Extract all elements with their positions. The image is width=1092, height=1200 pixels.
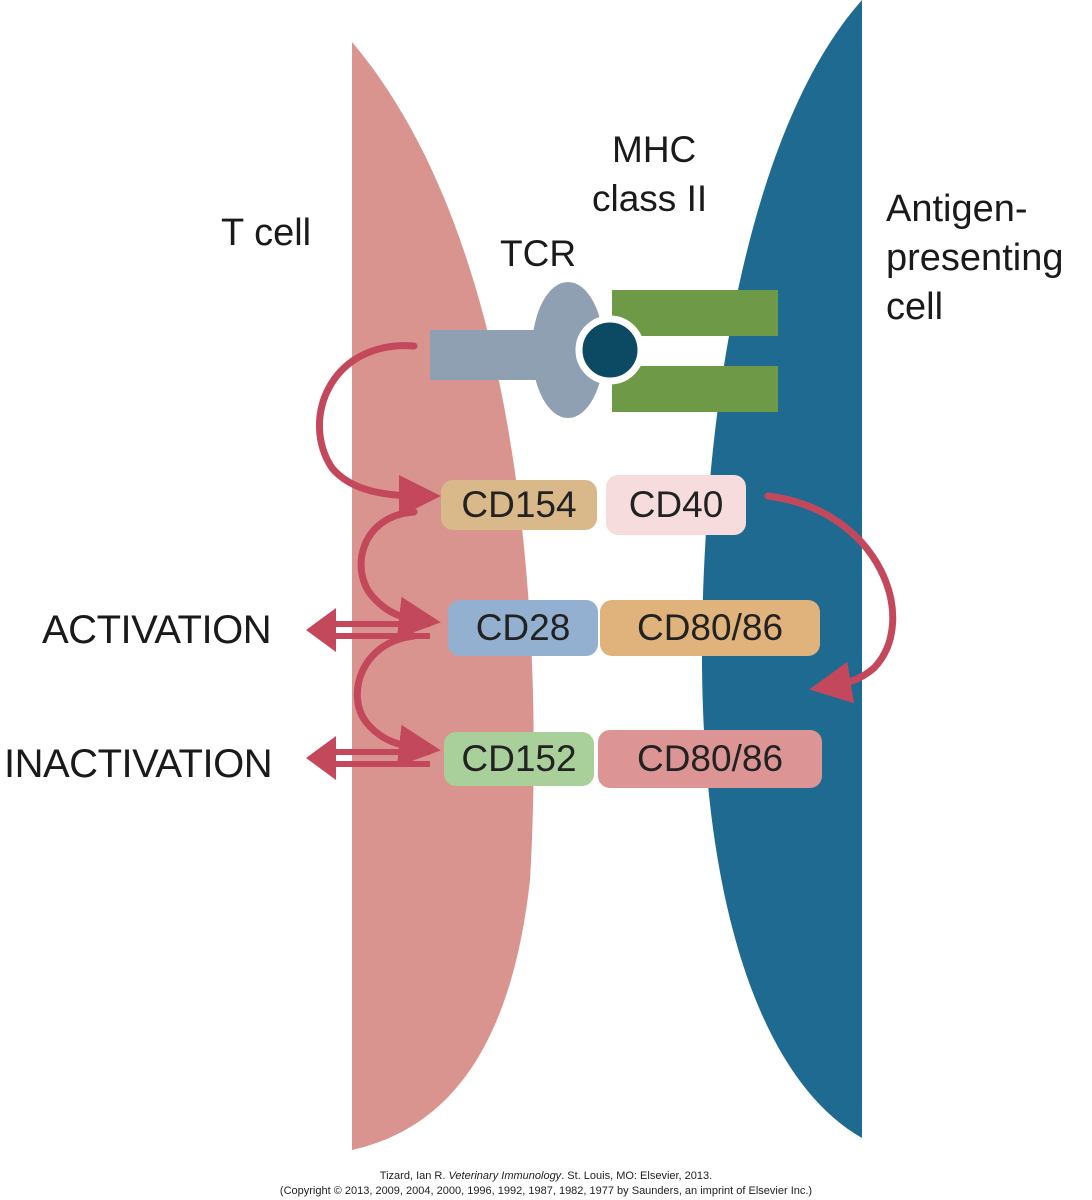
- cd154-molecule: CD154: [441, 480, 597, 530]
- inactivation-arrow: [306, 736, 430, 780]
- t-cell-label: T cell: [221, 212, 312, 254]
- cd80-86-bottom-molecule: CD80/86: [598, 730, 822, 788]
- citation-line2: (Copyright © 2013, 2009, 2004, 2000, 199…: [279, 1185, 813, 1197]
- apc-membrane: [701, 0, 862, 1138]
- arrow-cd28-to-cd152: [353, 632, 441, 767]
- activation-arrow: [306, 608, 430, 652]
- citation-title: Veterinary Immunology: [448, 1170, 562, 1182]
- citation-rest: . St. Louis, MO: Elsevier, 2013.: [561, 1170, 713, 1182]
- arrow-cd154-to-cd28: [357, 508, 441, 639]
- citation-line1: Tizard, Ian R. Veterinary Immunology. St…: [0, 1170, 1092, 1182]
- mhc-label-line2: class II: [592, 178, 708, 219]
- arrow-cd40-to-cd80-86: [764, 492, 897, 704]
- apc-label-line2: presenting: [886, 237, 1064, 279]
- mhc-class-ii: [612, 290, 778, 412]
- citation-author: Tizard, Ian R.: [379, 1170, 446, 1182]
- tcr-label: TCR: [500, 233, 577, 274]
- apc-label-line1: Antigen-: [886, 188, 1028, 230]
- apc-label-line3: cell: [886, 286, 944, 328]
- cd80-86-top-molecule: CD80/86: [600, 600, 820, 656]
- t-cell-membrane: [352, 42, 534, 1150]
- activation-label: ACTIVATION: [42, 608, 272, 652]
- cd40-molecule: CD40: [606, 475, 746, 535]
- cd152-molecule: CD152: [444, 732, 594, 786]
- mhc-label-line1: MHC: [612, 129, 697, 170]
- inactivation-label: INACTIVATION: [4, 742, 273, 786]
- peptide-antigen: [575, 315, 645, 385]
- arrow-tcr-to-cd154: [316, 342, 441, 517]
- cd28-molecule: CD28: [448, 600, 598, 656]
